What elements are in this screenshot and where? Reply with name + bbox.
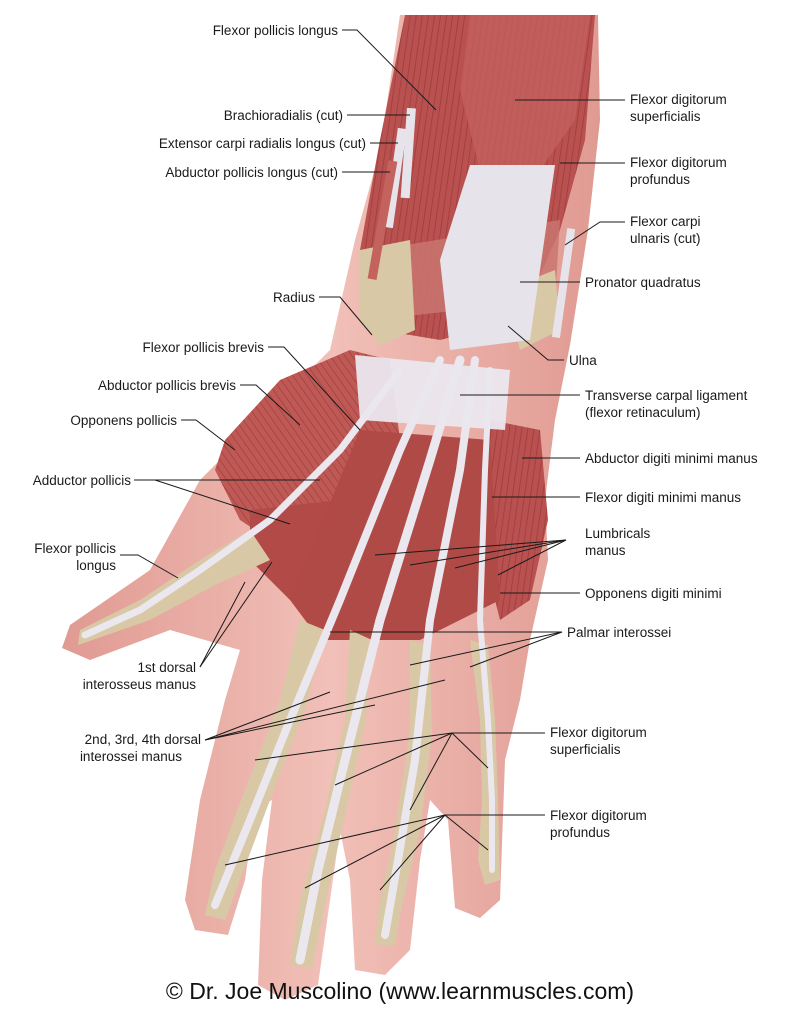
label-opponens-pollicis: Opponens pollicis — [70, 413, 177, 428]
label-radius: Radius — [273, 290, 315, 305]
label-fds-lower-line2: superficialis — [550, 742, 621, 757]
label-adductor-pollicis: Adductor pollicis — [33, 473, 132, 488]
label-transverse-carpal-ligament-line2: (flexor retinaculum) — [585, 405, 701, 420]
label-lumbricals-line2: manus — [585, 543, 626, 558]
label-fds-lower-line1: Flexor digitorum — [550, 725, 647, 740]
radius-bone — [360, 240, 415, 345]
label-flexor-digiti-minimi: Flexor digiti minimi manus — [585, 490, 741, 505]
label-fcu-line2: ulnaris (cut) — [630, 231, 701, 246]
label-dorsal-interossei-line1: 2nd, 3rd, 4th dorsal — [85, 732, 201, 747]
copyright-credit: © Dr. Joe Muscolino (www.learnmuscles.co… — [165, 978, 635, 1004]
left-leader-lines — [120, 29, 446, 741]
right-leader-lines — [224, 99, 625, 891]
label-1st-dorsal-line1: 1st dorsal — [137, 660, 196, 675]
label-fds-top-line1: Flexor digitorum — [630, 92, 727, 107]
label-pronator-quadratus: Pronator quadratus — [585, 275, 701, 290]
flexor-tendon-bundle — [440, 165, 555, 350]
label-abductor-pollicis-brevis: Abductor pollicis brevis — [98, 378, 236, 393]
fcu-cut-tendon — [551, 227, 576, 338]
label-dorsal-interossei-line2: interossei manus — [80, 749, 182, 764]
right-labels: Flexor digitorum superficialis Flexor di… — [550, 92, 758, 840]
label-fdp-top-line2: profundus — [630, 172, 690, 187]
label-fdp-lower-line2: profundus — [550, 825, 610, 840]
label-fdp-lower-line1: Flexor digitorum — [550, 808, 647, 823]
digital-flexor-tendons — [81, 355, 495, 965]
left-labels: Flexor pollicis longus Brachioradialis (… — [33, 23, 366, 764]
flexor-digitorum-superficialis-muscle — [460, 15, 590, 170]
label-extensor-carpi-radialis-longus: Extensor carpi radialis longus (cut) — [159, 136, 366, 151]
label-brachioradialis: Brachioradialis (cut) — [224, 108, 343, 123]
label-flexor-pollicis-brevis: Flexor pollicis brevis — [142, 340, 264, 355]
label-flexor-pollicis-longus-top: Flexor pollicis longus — [213, 23, 339, 38]
label-fcu-line1: Flexor carpi — [630, 214, 701, 229]
label-lumbricals-line1: Lumbricals — [585, 526, 651, 541]
label-transverse-carpal-ligament-line1: Transverse carpal ligament — [585, 388, 748, 403]
brachioradialis-cut-tendon — [400, 107, 416, 199]
label-flexor-pollicis-longus-lower-line1: Flexor pollicis — [34, 541, 116, 556]
label-fdp-top-line1: Flexor digitorum — [630, 155, 727, 170]
label-fds-top-line2: superficialis — [630, 109, 701, 124]
label-opponens-digiti-minimi: Opponens digiti minimi — [585, 586, 722, 601]
label-ulna: Ulna — [569, 353, 597, 368]
label-1st-dorsal-line2: interosseus manus — [83, 677, 197, 692]
label-flexor-pollicis-longus-lower-line2: longus — [76, 558, 116, 573]
label-palmar-interossei: Palmar interossei — [567, 625, 671, 640]
apl-cut-tendon — [367, 160, 398, 280]
label-abductor-pollicis-longus: Abductor pollicis longus (cut) — [165, 165, 338, 180]
label-abductor-digiti-minimi: Abductor digiti minimi manus — [585, 451, 758, 466]
